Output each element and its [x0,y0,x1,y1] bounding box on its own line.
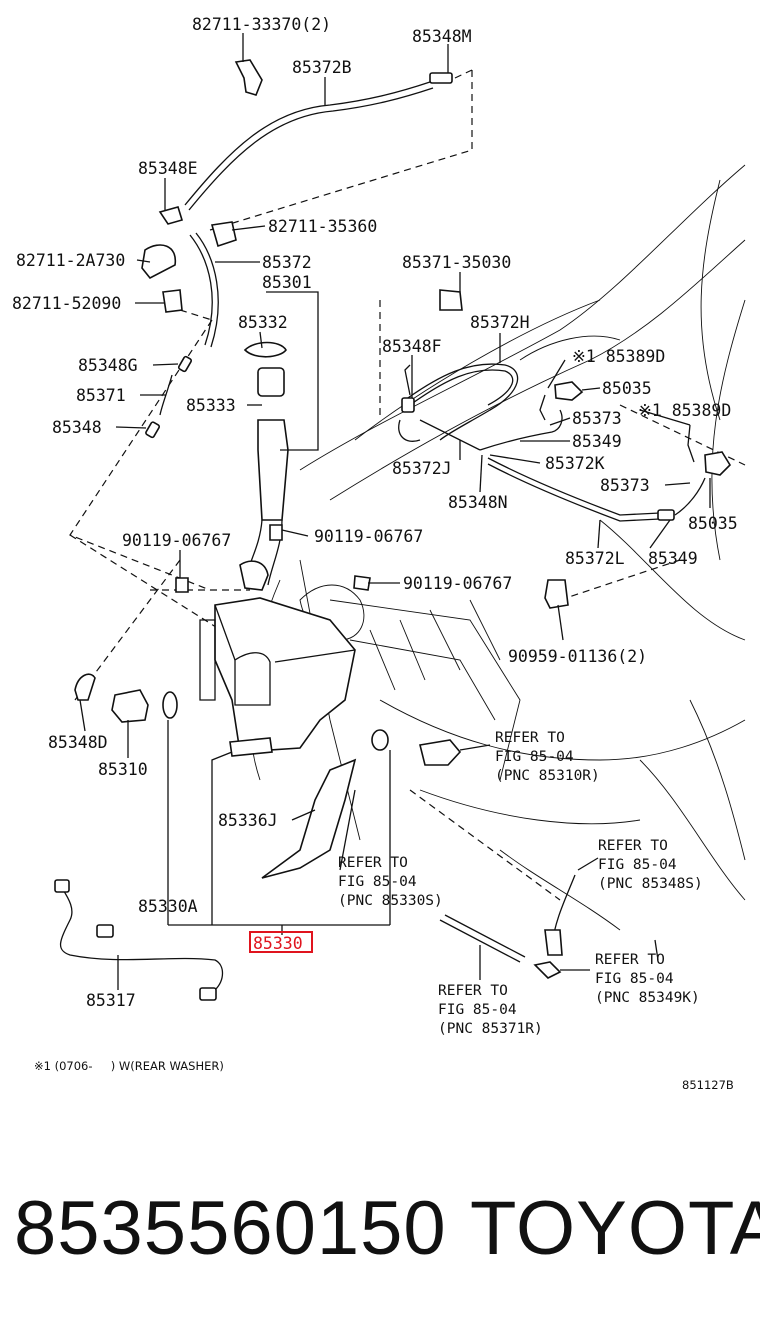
svg-text:REFER TO: REFER TO [598,838,668,854]
svg-text:FIG 85-04: FIG 85-04 [438,1002,517,1018]
label-85348G[interactable]: 85348G [78,356,138,375]
label-85373-upper[interactable]: 85373 [572,409,622,428]
label-85349-lower[interactable]: 85349 [648,549,698,568]
label-85372B[interactable]: 85372B [292,58,352,77]
label-85348E[interactable]: 85348E [138,159,198,178]
svg-text:(PNC 85330S): (PNC 85330S) [338,893,443,909]
svg-text:(PNC 85348S): (PNC 85348S) [598,876,703,892]
label-82711-35360[interactable]: 82711-35360 [268,217,377,236]
svg-text:REFER TO: REFER TO [438,983,508,999]
footnote: ※1 (0706- ) W(REAR WASHER) [34,1059,224,1073]
refer-note-85371R[interactable]: REFER TO FIG 85-04 (PNC 85371R) [438,983,543,1037]
figure-code: 851127B [682,1078,734,1092]
label-85348F[interactable]: 85348F [382,337,442,356]
parts-diagram: 82711-33370(2) 85348M 85372B 85348E 8271… [12,15,746,1092]
label-85333[interactable]: 85333 [186,396,236,415]
label-85372K[interactable]: 85372K [545,454,605,473]
svg-text:FIG 85-04: FIG 85-04 [598,857,677,873]
svg-text:REFER TO: REFER TO [338,855,408,871]
label-82711-52090[interactable]: 82711-52090 [12,294,121,313]
label-85317[interactable]: 85317 [86,991,136,1010]
label-85349-upper[interactable]: 85349 [572,432,622,451]
label-90119-06767-mid[interactable]: 90119-06767 [314,527,423,546]
leader-lines [79,33,711,990]
svg-text:REFER TO: REFER TO [495,730,565,746]
footer: 8535560150 TOYOTA [0,1185,760,1295]
label-85389D-upper[interactable]: ※1 85389D [572,347,665,366]
label-85372H[interactable]: 85372H [470,313,530,332]
label-85348N[interactable]: 85348N [448,493,508,512]
brand-text: TOYOTA [470,1186,760,1271]
refer-note-85330S[interactable]: REFER TO FIG 85-04 (PNC 85330S) [338,855,443,909]
label-85310[interactable]: 85310 [98,760,148,779]
label-85373-lower[interactable]: 85373 [600,476,650,495]
svg-text:FIG 85-04: FIG 85-04 [495,749,574,765]
label-85348D[interactable]: 85348D [48,733,108,752]
svg-text:FIG 85-04: FIG 85-04 [338,874,417,890]
refer-note-85310R[interactable]: REFER TO FIG 85-04 (PNC 85310R) [495,730,600,784]
refer-note-85348S[interactable]: REFER TO FIG 85-04 (PNC 85348S) [598,838,703,892]
svg-text:REFER TO: REFER TO [595,952,665,968]
label-85371[interactable]: 85371 [76,386,126,405]
label-90959-01136[interactable]: 90959-01136(2) [508,647,647,666]
label-85330A[interactable]: 85330A [138,897,198,916]
label-90119-06767-left[interactable]: 90119-06767 [122,531,231,550]
label-85371-35030[interactable]: 85371-35030 [402,253,511,272]
refer-note-85349K[interactable]: REFER TO FIG 85-04 (PNC 85349K) [595,952,700,1006]
label-90119-06767-right[interactable]: 90119-06767 [403,574,512,593]
vehicle-body-outline [249,164,746,931]
svg-text:(PNC 85349K): (PNC 85349K) [595,990,700,1006]
svg-text:(PNC 85310R): (PNC 85310R) [495,768,600,784]
label-85035-lower[interactable]: 85035 [688,514,738,533]
svg-text:FIG 85-04: FIG 85-04 [595,971,674,987]
dashed-guide-lines [69,69,746,901]
part-number-text: 8535560150 [14,1186,447,1271]
label-85372J[interactable]: 85372J [392,459,452,478]
label-85372[interactable]: 85372 [262,253,312,272]
label-85372L[interactable]: 85372L [565,549,625,568]
washer-hoses [54,59,732,1001]
label-85336J[interactable]: 85336J [218,811,278,830]
svg-text:(PNC 85371R): (PNC 85371R) [438,1021,543,1037]
label-85348M[interactable]: 85348M [412,27,472,46]
part-labels: 82711-33370(2) 85348M 85372B 85348E 8271… [12,15,738,1010]
refer-notes: REFER TO FIG 85-04 (PNC 85310R) REFER TO… [338,730,703,1037]
label-85035-upper[interactable]: 85035 [602,379,652,398]
label-85389D-lower[interactable]: ※1 85389D [638,401,731,420]
label-85301[interactable]: 85301 [262,273,312,292]
label-85330-highlighted[interactable]: 85330 [253,934,303,953]
label-82711-2A730[interactable]: 82711-2A730 [16,251,125,270]
label-82711-33370[interactable]: 82711-33370(2) [192,15,331,34]
highlight-box [249,931,313,953]
label-85348[interactable]: 85348 [52,418,102,437]
label-85332[interactable]: 85332 [238,313,288,332]
